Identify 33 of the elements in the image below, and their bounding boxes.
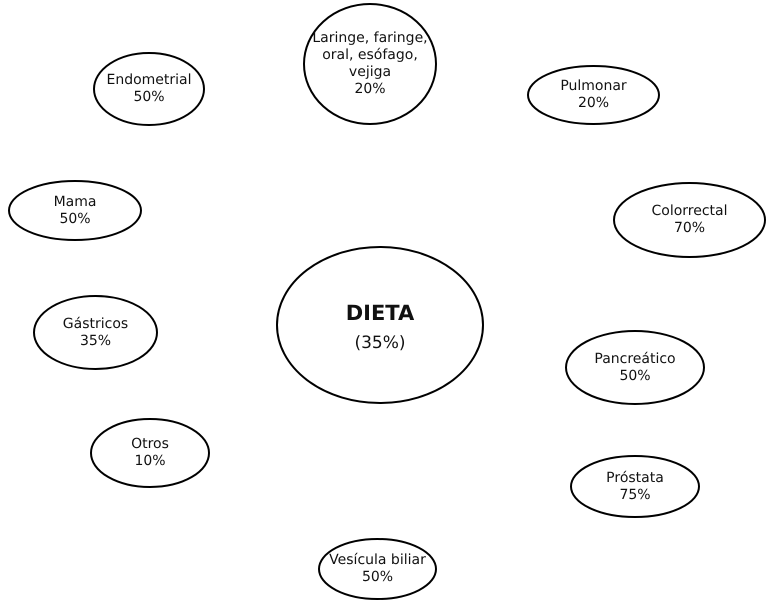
ellipse-node: [93, 52, 205, 126]
ellipse-node: [318, 538, 437, 600]
percentage-text: 20%: [354, 81, 386, 98]
ellipse-node: [613, 182, 766, 258]
ellipse-node: [8, 180, 142, 241]
percentage-text: 50%: [619, 368, 651, 384]
node-title: Próstata: [606, 470, 664, 486]
node-title: Vesícula biliar: [329, 552, 426, 569]
node-title: Mama: [54, 194, 96, 210]
ellipse-node: [303, 3, 437, 125]
ellipse-node: [276, 246, 484, 404]
percentage-text: 50%: [362, 569, 394, 586]
node-title: Pancreático: [594, 350, 676, 368]
ellipse-node: [33, 295, 158, 370]
percentage-text: 10%: [134, 453, 166, 470]
percentage-text: 50%: [59, 210, 91, 228]
percentage-text: 20%: [578, 95, 610, 112]
ellipse-node: [527, 65, 660, 125]
ellipse-node: [565, 330, 705, 405]
ellipse-node: [570, 455, 700, 518]
node-title: Gástricos: [62, 316, 128, 332]
node-title: DIETA: [346, 300, 414, 326]
percentage-text: 75%: [619, 486, 651, 504]
percentage-text: 70%: [674, 220, 706, 237]
percentage-text: 50%: [133, 89, 165, 106]
percentage-text: 35%: [80, 332, 112, 350]
percentage-text: (35%): [354, 334, 406, 352]
node-title: Endometrial: [106, 72, 192, 89]
node-title: Laringe, faringe, oral, esófago, vejiga: [311, 30, 429, 81]
node-title: Otros: [131, 436, 169, 453]
node-title: Pulmonar: [560, 78, 627, 95]
ellipse-node: [90, 418, 210, 488]
node-title: Colorrectal: [651, 203, 728, 220]
